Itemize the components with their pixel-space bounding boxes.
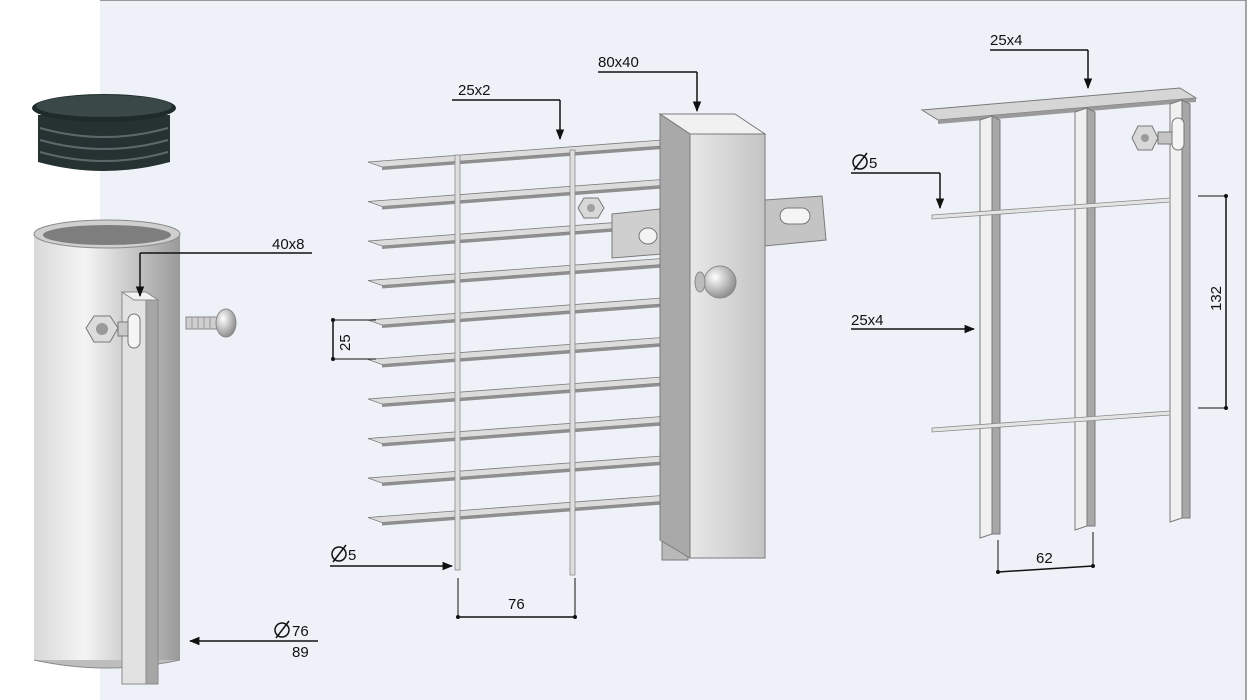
- label-grid-spacing-vertical: 25: [337, 334, 354, 351]
- label-grid-post: 80x40: [598, 54, 639, 71]
- grid-panel: 25x2 80x40 25 5: [330, 54, 827, 619]
- right-rods: [931, 197, 1171, 433]
- annotation-right-spacing-horizontal: 62: [996, 532, 1095, 574]
- right-frame: 25x4 5 25x4 132: [851, 32, 1228, 574]
- label-right-spacing-vertical: 132: [1208, 286, 1225, 311]
- label-right-side-bar: 25x4: [851, 312, 884, 329]
- label-tube-diameter-inner: 76: [292, 623, 309, 640]
- grid-post: [658, 113, 767, 559]
- annotation-grid-spacing-horizontal: 76: [456, 578, 577, 619]
- nut-icon: [577, 197, 605, 219]
- label-tube-diameter-outer: 89: [292, 644, 309, 661]
- annotation-tube-flat-bar: 40x8: [135, 236, 312, 298]
- annotation-grid-rod: 5: [330, 544, 454, 571]
- annotation-right-top-bar: 25x4: [990, 32, 1093, 90]
- grid-rods: [454, 149, 576, 576]
- label-grid-spacing-horizontal: 76: [508, 596, 525, 613]
- nut-icon: [1131, 117, 1185, 151]
- diameter-icon: [331, 544, 347, 563]
- label-tube-flat-bar: 40x8: [272, 236, 305, 253]
- annotation-grid-top-bar: 25x2: [452, 82, 565, 141]
- tube-assembly: 40x8 76 89: [32, 94, 318, 685]
- annotation-right-rod: 5: [851, 152, 945, 210]
- label-grid-top-bar: 25x2: [458, 82, 491, 99]
- annotation-grid-spacing-vertical: 25: [331, 318, 376, 361]
- right-vertical-bars: [979, 99, 1191, 539]
- annotation-right-side-bar: 25x4: [851, 312, 976, 334]
- post-lug: [764, 195, 827, 247]
- nut-icon: [85, 313, 141, 349]
- label-grid-rod: 5: [348, 547, 356, 564]
- annotation-tube-diameter: 76 89: [188, 620, 318, 661]
- diameter-icon: [274, 620, 290, 639]
- label-right-spacing-horizontal: 62: [1036, 550, 1053, 567]
- bolt-icon: [185, 308, 237, 338]
- tube-flat-bar: [120, 291, 160, 685]
- label-right-rod: 5: [869, 155, 877, 172]
- post-knob: [703, 265, 737, 299]
- end-cap-icon: [32, 94, 176, 171]
- label-right-top-bar: 25x4: [990, 32, 1023, 49]
- annotation-right-spacing-vertical: 132: [1198, 194, 1228, 410]
- annotation-grid-post: 80x40: [598, 54, 702, 113]
- diameter-icon: [852, 152, 868, 171]
